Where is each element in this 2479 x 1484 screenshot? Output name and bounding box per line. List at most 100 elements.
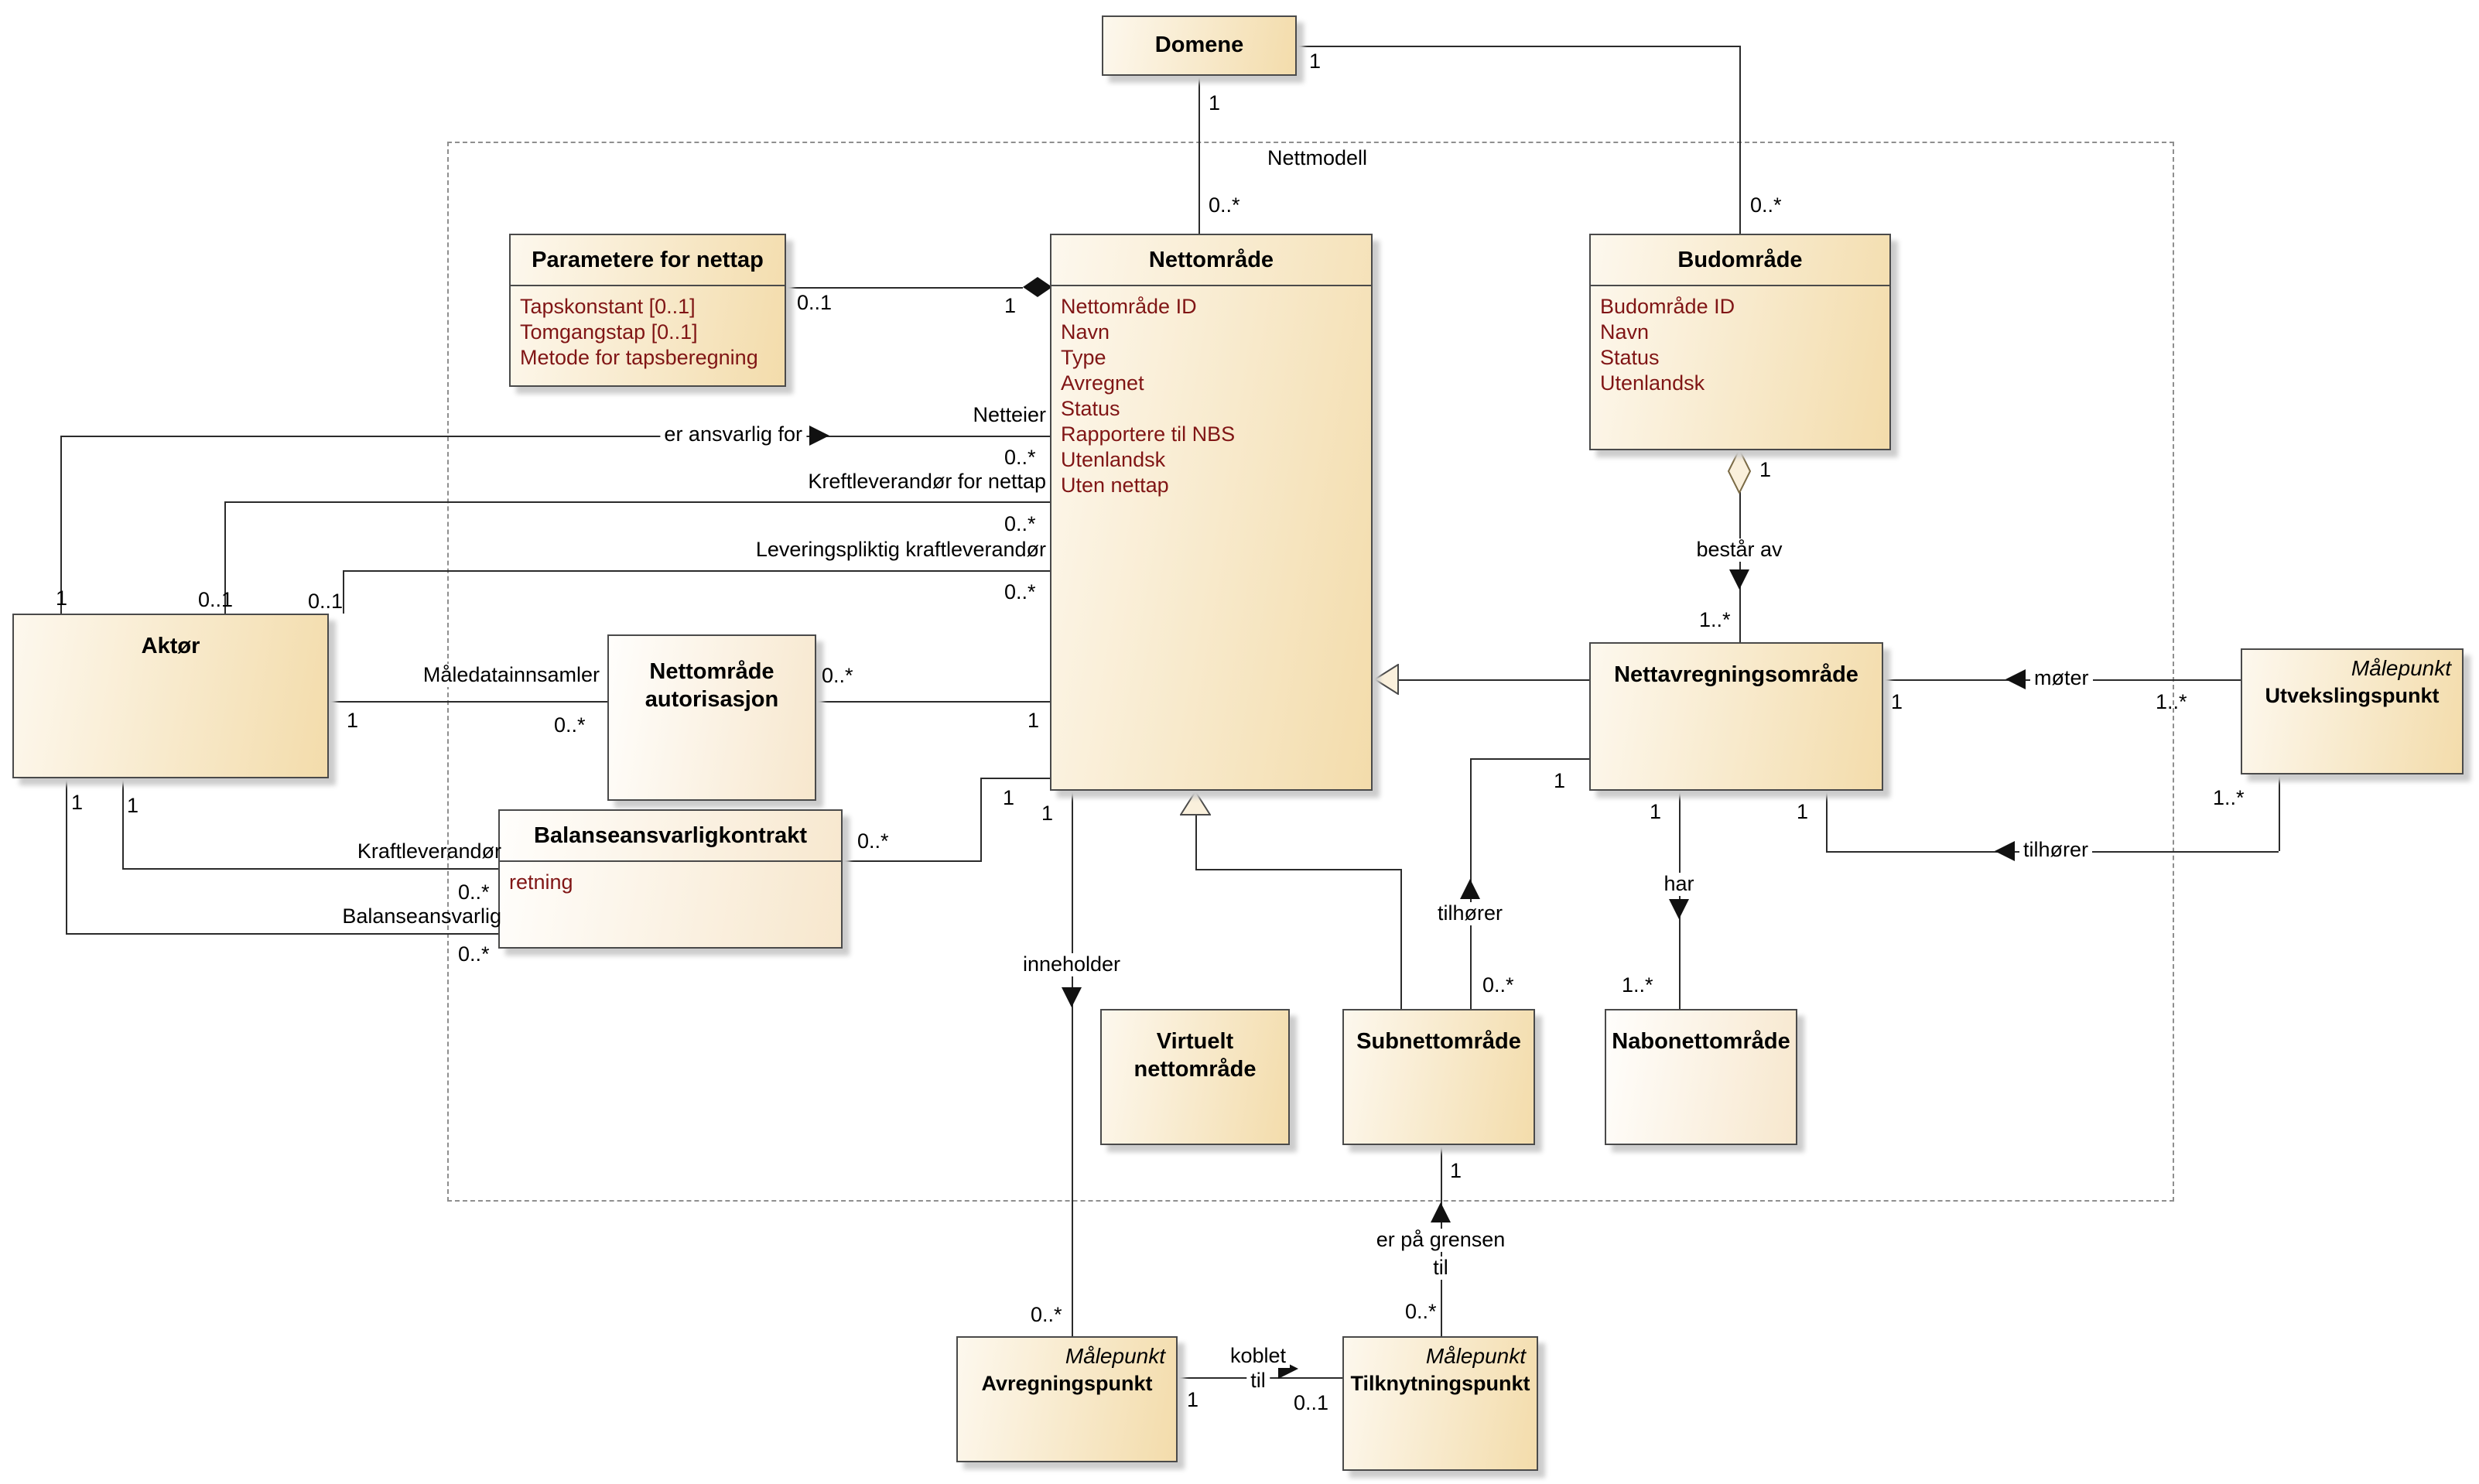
class-box-utvekslingspunkt[interactable]: Målepunkt Utvekslingspunkt — [2241, 648, 2464, 774]
multiplicity-label: 0..1 — [797, 291, 833, 314]
assoc-domene-budomrade-h — [1297, 46, 1739, 47]
gen-nettavregning-h — [1397, 679, 1589, 681]
assoc-tilhorer-utv-v2 — [2279, 774, 2280, 851]
multiplicity-label: 1 — [1450, 1159, 1462, 1182]
label-er-ansvarlig-for: er ansvarlig for — [660, 422, 806, 446]
class-box-balansekontrakt[interactable]: Balanseansvarligkontrakt retning — [498, 809, 843, 949]
class-title: Avregningspunkt — [981, 1372, 1153, 1395]
assoc-leveringspliktig-h — [343, 570, 1050, 572]
class-box-autorisasjon[interactable]: Nettområde autorisasjon — [607, 634, 816, 801]
assoc-parametere-nettomrade — [786, 287, 1023, 289]
assoc-maledata-h1 — [329, 701, 607, 703]
multiplicity-label: 0..* — [554, 713, 586, 737]
multiplicity-label: 1 — [1209, 91, 1221, 115]
class-box-subnett[interactable]: Subnettområde — [1342, 1009, 1535, 1145]
multiplicity-label: 0..* — [1209, 193, 1240, 217]
multiplicity-label: 0..* — [458, 942, 490, 966]
label-kraftleverandor2: Kraftleverandør — [357, 839, 501, 863]
attribute: Navn — [1061, 320, 1110, 344]
assoc-kontrakt-nett-h1 — [843, 860, 980, 862]
stereotype-label: Målepunkt — [1065, 1344, 1165, 1368]
gen-virtuelt-h — [1195, 869, 1402, 870]
multiplicity-label: 1 — [1554, 769, 1566, 792]
attribute: Utenlandsk — [1061, 447, 1166, 471]
stereotype-label: Målepunkt — [2351, 656, 2451, 680]
multiplicity-label: 0..* — [1031, 1303, 1062, 1326]
class-box-nabonett[interactable]: Nabonettområde — [1605, 1009, 1797, 1145]
multiplicity-label: 0..* — [1004, 580, 1036, 604]
assoc-netteier-v — [60, 436, 62, 614]
multiplicity-label: 0..* — [857, 829, 889, 853]
label-bestar-av: består av — [1692, 538, 1787, 562]
multiplicity-label: 1..* — [2213, 786, 2245, 809]
label-tilhorer-utv: tilhører — [2019, 838, 2093, 862]
attribute: Tapskonstant [0..1] — [520, 295, 696, 319]
gen-subnett-v — [1400, 869, 1402, 1009]
assoc-kontrakt-nett-h2 — [980, 778, 1050, 779]
class-title: Nettområde — [1051, 235, 1371, 287]
multiplicity-label: 1 — [1759, 458, 1772, 481]
label-moter: møter — [2030, 666, 2093, 690]
label-kreftleverandor: Kreftleverandør for nettap — [808, 470, 1046, 493]
multiplicity-label: 0..* — [1750, 193, 1782, 217]
assoc-inneholder — [1072, 791, 1073, 1336]
class-title: Utvekslingspunkt — [2265, 684, 2440, 707]
class-box-nettavregning[interactable]: Nettavregningsområde — [1589, 642, 1883, 791]
class-title: Nettavregningsområde — [1614, 662, 1858, 687]
multiplicity-label: 1..* — [1622, 973, 1653, 997]
arrow-up-tilhorer-icon — [1460, 879, 1480, 899]
multiplicity-label: 0..* — [1004, 512, 1036, 535]
multiplicity-label: 0..* — [1405, 1300, 1437, 1323]
attribute: Nettområde ID — [1061, 295, 1197, 319]
attribute-list: retning — [500, 862, 841, 900]
label-har: har — [1660, 872, 1698, 896]
multiplicity-label: 1 — [71, 791, 84, 814]
multiplicity-label: 0..* — [1004, 446, 1036, 469]
assoc-balanseansvarlig-v — [66, 778, 67, 933]
arrow-down-inneholder-icon — [1062, 987, 1082, 1007]
class-title: Virtuelt nettområde — [1134, 1029, 1257, 1082]
multiplicity-label: 1 — [56, 586, 68, 610]
multiplicity-label: 1 — [1003, 786, 1015, 809]
class-box-tilknytningspunkt[interactable]: Målepunkt Tilknytningspunkt — [1342, 1336, 1538, 1471]
assoc-kraftleverandor2-v — [122, 778, 124, 868]
arrow-left-tilhorer-icon — [1995, 841, 2015, 861]
multiplicity-label: 0..1 — [308, 590, 344, 613]
generalization-left-icon — [1374, 664, 1399, 695]
class-title: Nabonettområde — [1612, 1029, 1790, 1054]
class-title: Domene — [1154, 32, 1244, 57]
class-title: Balanseansvarligkontrakt — [500, 811, 841, 863]
assoc-tilhorer-sub-h — [1470, 758, 1589, 760]
multiplicity-label: 1 — [1650, 800, 1662, 823]
assoc-tilhorer-utv-v1 — [1826, 791, 1828, 851]
label-koblet: koblet — [1226, 1344, 1291, 1368]
attribute: Utenlandsk — [1600, 371, 1705, 395]
assoc-bestar-av-v — [1739, 492, 1741, 642]
class-title: Aktør — [141, 634, 200, 658]
class-box-domene[interactable]: Domene — [1102, 15, 1297, 76]
class-box-avregningspunkt[interactable]: Målepunkt Avregningspunkt — [956, 1336, 1178, 1462]
multiplicity-label: 1 — [1041, 802, 1054, 825]
multiplicity-label: 0..1 — [198, 588, 234, 611]
class-box-virtuelt[interactable]: Virtuelt nettområde — [1100, 1009, 1290, 1145]
assoc-kontrakt-nett-v — [980, 778, 982, 862]
label-balanseansvarlig: Balanseansvarlig — [342, 904, 501, 928]
arrow-down-bestar-icon — [1729, 569, 1749, 590]
class-title: Tilknytningspunkt — [1350, 1372, 1530, 1395]
assoc-domene-budomrade-v — [1739, 46, 1741, 234]
multiplicity-label: 0..* — [822, 664, 853, 687]
class-box-parametere[interactable]: Parametere for nettap Tapskonstant [0..1… — [509, 234, 786, 387]
label-inneholder: inneholder — [1018, 952, 1125, 976]
gen-virtuelt-v1 — [1195, 814, 1197, 870]
class-box-aktor[interactable]: Aktør — [12, 614, 329, 778]
assoc-maledata-h2 — [816, 701, 1050, 703]
multiplicity-label: 1 — [1028, 709, 1040, 732]
attribute: Metode for tapsberegning — [520, 346, 758, 370]
assoc-balanseansvarlig-h — [66, 933, 498, 935]
attribute: retning — [509, 870, 573, 894]
multiplicity-label: 1 — [1891, 690, 1903, 713]
